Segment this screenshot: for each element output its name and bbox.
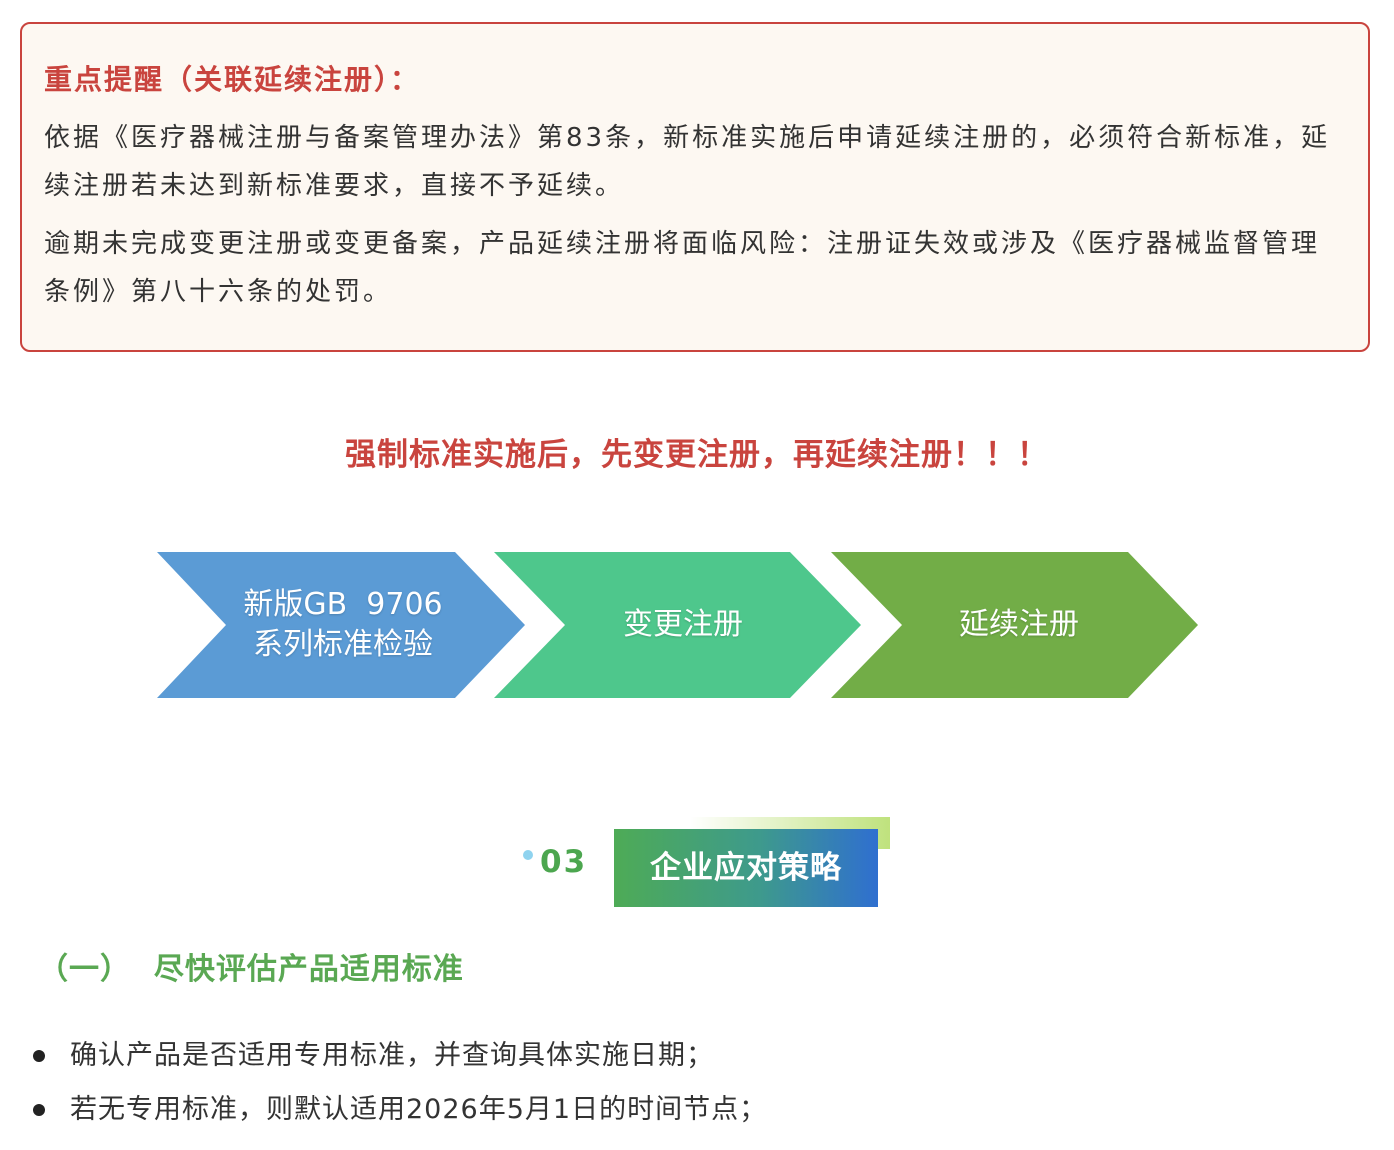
section-number: 03	[540, 844, 588, 880]
flow-step-2-label: 变更注册	[540, 605, 826, 645]
bullet-item-1-text: 确认产品是否适用专用标准，并查询具体实施日期；	[70, 1040, 714, 1071]
section-number-dot	[523, 850, 533, 860]
flow-step-3-label: 延续注册	[876, 605, 1162, 645]
flow-step-1-line1: 新版GB 9706	[243, 587, 443, 622]
flow-step-2-line1: 变更注册	[623, 607, 743, 642]
reminder-title: 重点提醒（关联延续注册）：	[44, 63, 421, 96]
flow-step-3-line1: 延续注册	[959, 607, 1079, 642]
bullet-dot-icon	[33, 1050, 45, 1062]
bullet-item-2: 若无专用标准，则默认适用2026年5月1日的时间节点；	[0, 1084, 767, 1138]
section-title: 企业应对策略	[614, 829, 878, 907]
bullet-list: 确认产品是否适用专用标准，并查询具体实施日期； 若无专用标准，则默认适用2026…	[0, 1030, 767, 1138]
bullet-dot-icon	[33, 1104, 45, 1116]
flow-step-1-label: 新版GB 9706 系列标准检验	[200, 585, 486, 665]
reminder-paragraph-2: 逾期未完成变更注册或变更备案，产品延续注册将面临风险：注册证失效或涉及《医疗器械…	[44, 229, 1321, 307]
flow-step-1-line2: 系列标准检验	[253, 627, 433, 662]
bullet-item-1: 确认产品是否适用专用标准，并查询具体实施日期；	[0, 1030, 767, 1084]
warning-text: 强制标准实施后，先变更注册，再延续注册！！！	[345, 437, 1049, 473]
reminder-paragraph-1: 依据《医疗器械注册与备案管理办法》第83条，新标准实施后申请延续注册的，必须符合…	[44, 123, 1331, 201]
reminder-box: 重点提醒（关联延续注册）： 依据《医疗器械注册与备案管理办法》第83条，新标准实…	[20, 22, 1370, 352]
subsection-title: （一） 尽快评估产品适用标准	[38, 952, 464, 987]
bullet-item-2-text: 若无专用标准，则默认适用2026年5月1日的时间节点；	[70, 1094, 768, 1125]
